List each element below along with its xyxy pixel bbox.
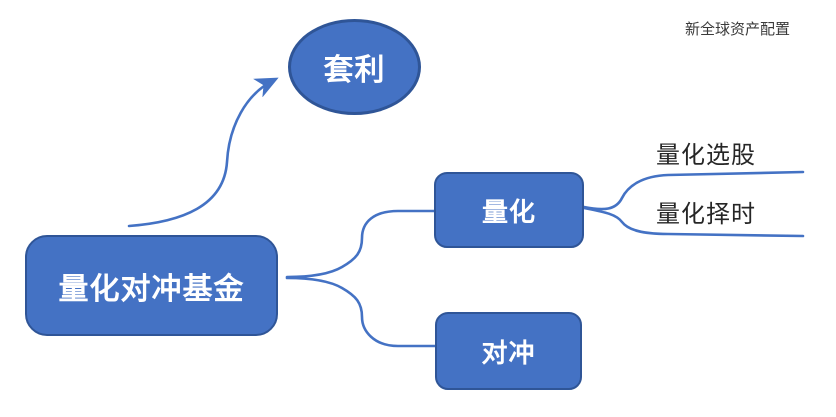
- curved-arrow: [127, 77, 279, 228]
- watermark-note: 新全球资产配置: [684, 21, 790, 38]
- node-hedge: 对冲: [435, 312, 582, 390]
- node-arbitrage: 套利: [288, 19, 421, 115]
- node-hedge-label: 对冲: [481, 337, 536, 368]
- connector-quant-to-timing: [582, 206, 805, 238]
- leaf-quant-market-timing: 量化择时: [656, 201, 756, 228]
- node-root-quant-hedge-fund: 量化对冲基金: [25, 235, 278, 336]
- leaf-quant-stock-selection: 量化选股: [656, 142, 756, 169]
- connector-quant-to-stock: [582, 170, 805, 211]
- node-quant-label: 量化: [481, 196, 536, 227]
- node-arbitrage-label: 套利: [323, 54, 386, 87]
- connector-root-to-hedge: [285, 276, 437, 348]
- connector-root-to-quant: [285, 209, 436, 279]
- node-quant: 量化: [434, 172, 584, 248]
- node-root-label: 量化对冲基金: [58, 272, 245, 306]
